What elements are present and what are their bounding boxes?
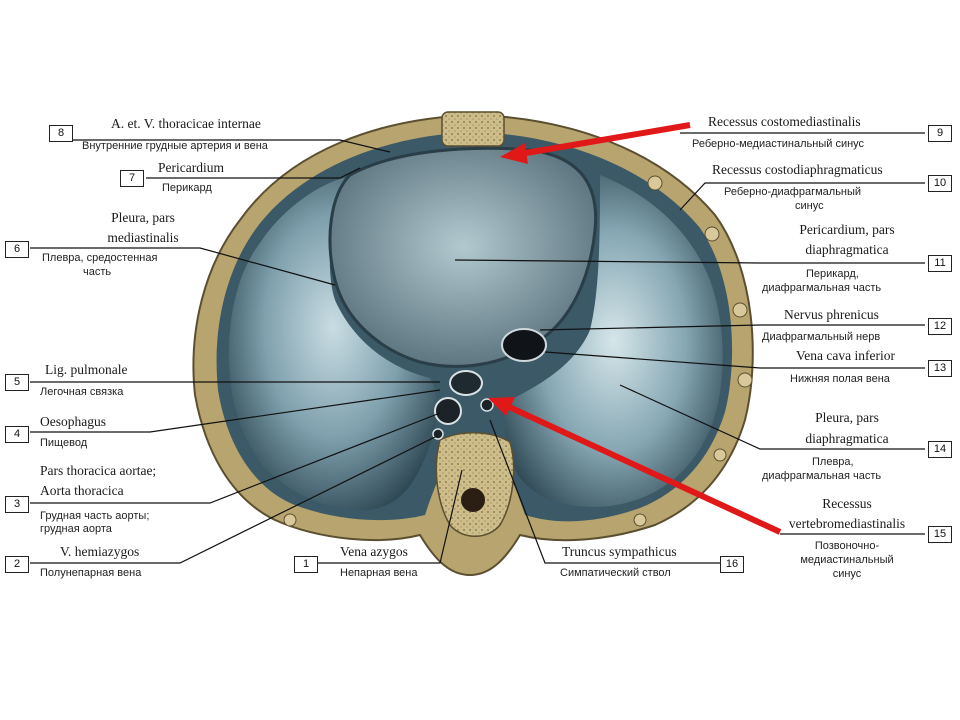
label-13-russian: Нижняя полая вена [790, 373, 890, 385]
label-16-russian: Симпатический ствол [560, 567, 671, 579]
label-8-russian: Внутренние грудные артерия и вена [82, 140, 268, 152]
label-6-latin-1: Pleura, pars [111, 210, 175, 225]
label-3-russian-2: грудная аорта [40, 523, 112, 535]
label-number-16: 16 [720, 556, 744, 573]
label-number-12: 12 [928, 318, 952, 335]
label-number-14: 14 [928, 441, 952, 458]
label-15-russian-2: медиастинальный [800, 554, 894, 566]
label-15-russian-3: синус [832, 568, 862, 580]
left-lung [228, 178, 438, 511]
label-10-latin: Recessus costodiaphragmaticus [712, 162, 883, 177]
label-number-7: 7 [120, 170, 144, 187]
ribs [283, 175, 753, 527]
label-number-10: 10 [928, 175, 952, 192]
label-11-latin-1: Pericardium, pars [799, 222, 895, 237]
label-13-latin: Vena cava inferior [796, 348, 895, 363]
label-4-latin: Oesophagus [40, 414, 106, 429]
right-lung [504, 175, 723, 507]
label-number-8: 8 [49, 125, 73, 142]
label-number-15: 15 [928, 526, 952, 543]
label-2-latin: V. hemiazygos [60, 544, 140, 559]
label-9-russian: Реберно-медиастинальный синус [692, 138, 865, 150]
red-arrows [488, 122, 782, 535]
label-9-latin: Recessus costomediastinalis [708, 114, 861, 129]
label-number-9: 9 [928, 125, 952, 142]
label-5-latin: Lig. pulmonale [45, 362, 128, 377]
label-12-russian: Диафрагмальный нерв [762, 331, 881, 343]
inferior-vena-cava [501, 328, 547, 362]
label-6-russian-1: Плевра, средостенная [42, 252, 158, 264]
label-14-latin-1: Pleura, pars [815, 410, 879, 425]
oesophagus [449, 370, 483, 396]
aorta [434, 397, 462, 425]
label-number-2: 2 [5, 556, 29, 573]
label-14-russian-2: диафрагмальная часть [762, 470, 882, 482]
label-10-russian-1: Реберно-диафрагмальный [724, 186, 862, 198]
label-number-3: 3 [5, 496, 29, 513]
label-7-latin: Pericardium [158, 160, 224, 175]
label-10-russian-2: синус [795, 200, 824, 212]
label-1-latin: Vena azygos [340, 544, 408, 559]
label-number-1: 1 [294, 556, 318, 573]
label-5-russian: Легочная связка [40, 386, 124, 398]
label-15-russian-1: Позвоночно- [814, 540, 880, 552]
label-4-russian: Пищевод [40, 437, 88, 449]
label-1-russian: Непарная вена [340, 567, 418, 579]
vertebra [435, 432, 515, 537]
label-14-russian-1: Плевра, [812, 456, 854, 468]
label-11-russian-1: Перикард, [806, 268, 859, 280]
label-3-latin-1: Pars thoracica aortae; [40, 463, 157, 478]
label-6-latin-2: mediastinalis [107, 230, 179, 245]
sternum [441, 111, 505, 147]
leader-lines [30, 132, 925, 564]
label-number-6: 6 [5, 241, 29, 258]
label-8-latin: A. et. V. thoracicae internae [111, 116, 261, 131]
azygos [480, 398, 494, 412]
label-11-latin-2: diaphragmatica [805, 242, 889, 257]
label-3-latin-2: Aorta thoracica [40, 483, 124, 498]
label-6-russian-2: часть [83, 266, 112, 278]
label-11-russian-2: диафрагмальная часть [762, 282, 882, 294]
label-number-4: 4 [5, 426, 29, 443]
label-12-latin: Nervus phrenicus [784, 307, 879, 322]
label-7-russian: Перикард [162, 182, 212, 194]
label-2-russian: Полунепарная вена [40, 567, 142, 579]
spinal-canal [461, 488, 485, 512]
label-3-russian-1: Грудная часть аорты; [40, 510, 150, 522]
label-15-latin-2: vertebromediastinalis [788, 516, 906, 531]
label-number-13: 13 [928, 360, 952, 377]
label-14-latin-2: diaphragmatica [805, 431, 889, 446]
label-15-latin-1: Recessus [822, 496, 872, 511]
label-number-5: 5 [5, 374, 29, 391]
label-number-11: 11 [928, 255, 952, 272]
label-16-latin: Truncus sympathicus [562, 544, 677, 559]
